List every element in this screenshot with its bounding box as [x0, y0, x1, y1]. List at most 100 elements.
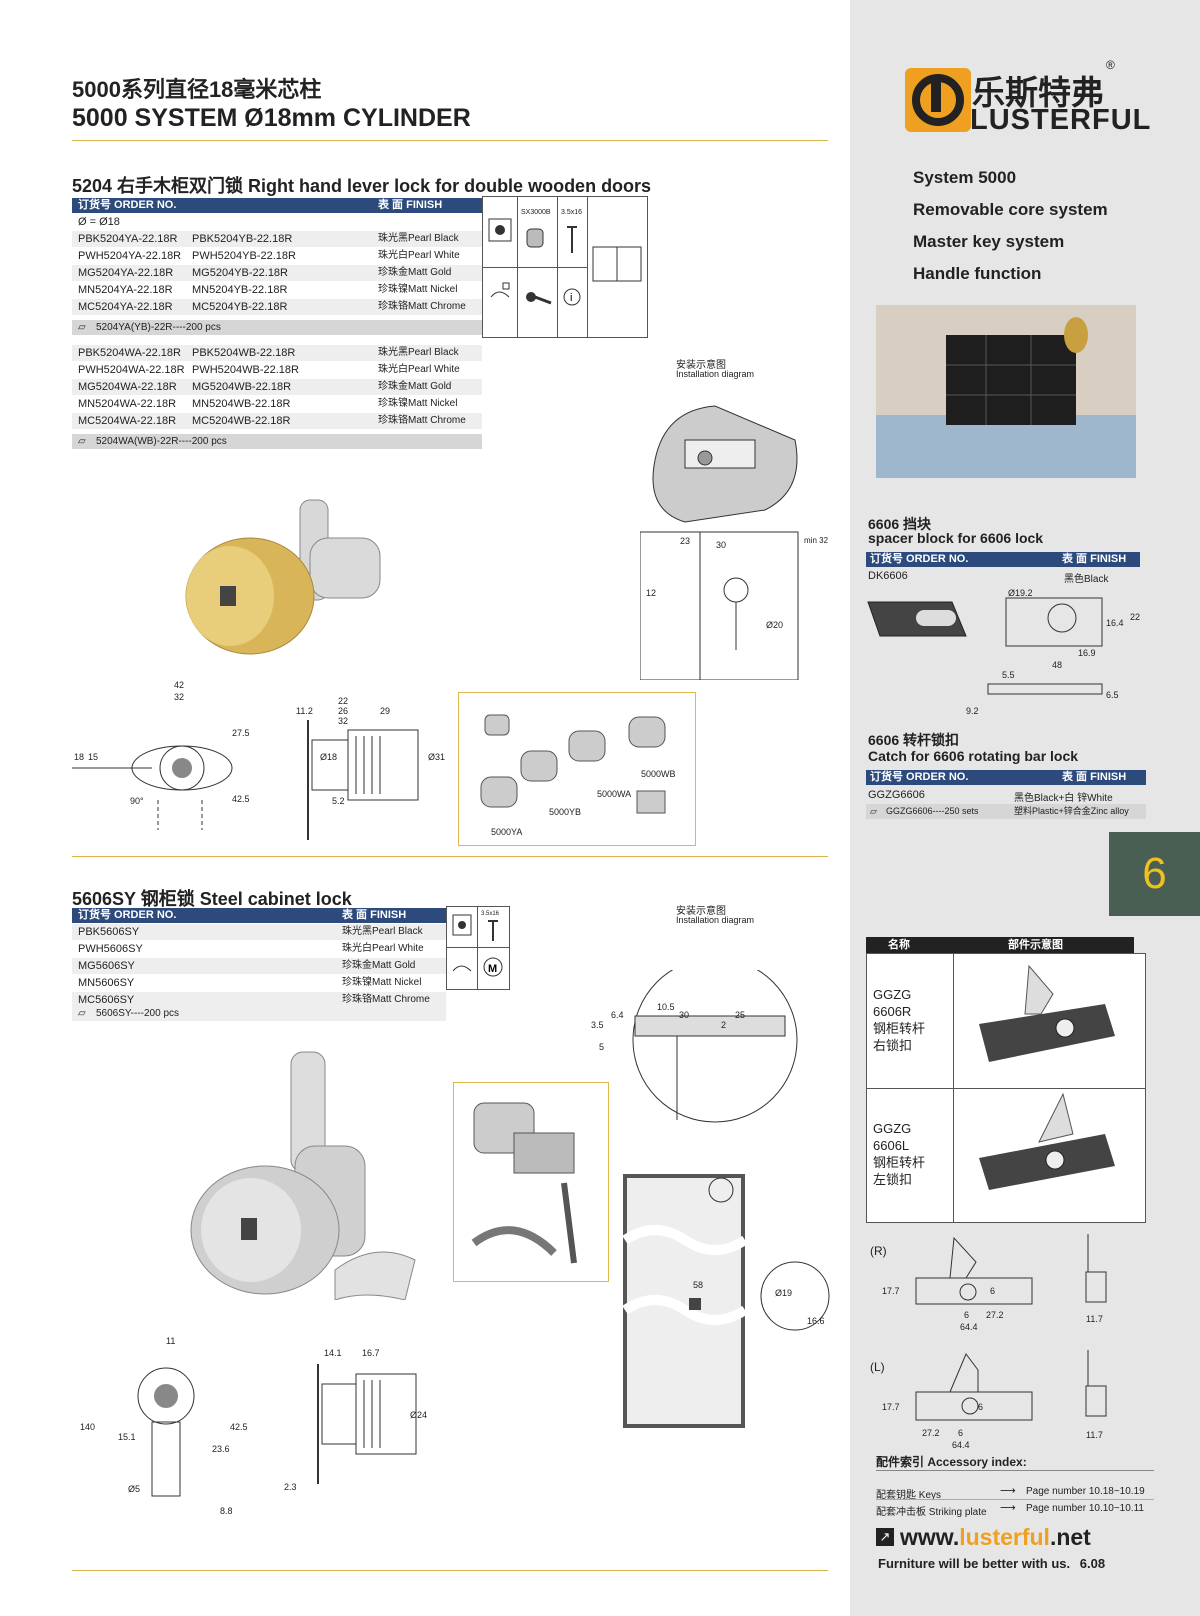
- dim-9-2: 9.2: [966, 706, 979, 716]
- order-no: MC5606SY: [78, 994, 135, 1006]
- website-suffix: .net: [1049, 1524, 1091, 1550]
- box-icon: ▱: [78, 322, 86, 333]
- page-title-cn: 5000系列直径18毫米芯柱: [72, 77, 322, 102]
- dim-3-5: 3.5: [591, 1020, 604, 1030]
- lock-body-icon-2: [447, 907, 478, 948]
- dim-l-6b: 6: [958, 1428, 964, 1438]
- order-no-a: PWH5204WA-22.18R: [78, 364, 185, 376]
- l-label: (L): [870, 1360, 885, 1374]
- spacer-drawing: Ø19.2 16.4 22 16.9 48 5.5 6.5 9.2: [866, 588, 1146, 718]
- front-view-5204: 42 32 27.5 18 15 90° 42.5: [72, 680, 282, 840]
- dim-d31: Ø31: [428, 752, 446, 762]
- pack-b-row: ▱ 5204WA(WB)-22R----200 pcs: [72, 434, 482, 449]
- dim-2: 2: [721, 1020, 727, 1030]
- send-icon: ↗: [876, 1528, 894, 1546]
- install-label-en-1: Installation diagram: [676, 369, 755, 379]
- accessory-keys: 配套钥匙 Keys: [876, 1490, 942, 1501]
- dim-23: 23: [680, 536, 691, 546]
- registered-mark: ®: [1106, 58, 1115, 72]
- finish-col-header: 表 面 FINISH: [378, 199, 443, 211]
- dim-l-64-4: 64.4: [952, 1440, 970, 1450]
- dim-r-17-7: 17.7: [882, 1286, 900, 1296]
- finish-cell: 珍珠镍Matt Nickel: [342, 977, 422, 988]
- finish-cell: 珍珠铬Matt Chrome: [378, 301, 466, 312]
- finish-col-header-2: 表 面 FINISH: [342, 909, 407, 921]
- spacer-order-col: 订货号 ORDER NO.: [870, 553, 969, 565]
- part-r-line4: 右锁扣: [873, 1038, 913, 1053]
- dim-90deg: 90°: [130, 796, 144, 806]
- order-no-b: MN5204YB-22.18R: [192, 284, 288, 296]
- lock-5606sy-photo: [185, 1050, 435, 1301]
- screw-icon: 3.5x16: [557, 197, 588, 268]
- catch-order-col: 订货号 ORDER NO.: [870, 771, 969, 783]
- dim-11-2: 11.2: [296, 706, 313, 716]
- install-dims-diagram-1: 23 30 min 32 12 Ø20: [639, 530, 840, 681]
- order-no: PWH5606SY: [78, 943, 143, 955]
- variant-5000ya: 5000YA: [491, 827, 523, 837]
- feature-icon-grid-2: 3.5x16 M: [446, 906, 510, 990]
- accessory-plate: 配套冲击板 Striking plate: [876, 1507, 987, 1518]
- part-l-line2: 6606L: [873, 1138, 910, 1153]
- arrow-icon: ⟶: [1000, 1502, 1016, 1514]
- accessory-plate-page: Page number 10.10~10.11: [1026, 1503, 1144, 1514]
- catch-finish-col: 表 面 FINISH: [1062, 771, 1127, 783]
- install-label-cn-2: 安装示意图: [676, 906, 726, 917]
- feature-icon-grid: SX3000B 3.5x16 i: [482, 196, 648, 338]
- brand-name-en: LUSTERFUL: [970, 104, 1152, 136]
- dim-16-9: 16.9: [1078, 648, 1096, 658]
- accessory-line-2: [876, 1499, 1154, 1500]
- parts-diagrams: [979, 964, 1115, 1190]
- catch-pack-row: ▱ GGZG6606----250 sets 塑料Plastic+锌合金Zinc…: [866, 804, 1146, 819]
- dim-r-6a: 6: [990, 1286, 996, 1296]
- order-no-a: MC5204WA-22.18R: [78, 415, 177, 427]
- order-no-b: MG5204WB-22.18R: [192, 381, 292, 393]
- dim-32-side: 32: [338, 716, 349, 726]
- dim-l-11-7: 11.7: [1086, 1430, 1103, 1440]
- dim-18: 18: [74, 752, 85, 762]
- order-no-a: MG5204WA-22.18R: [78, 381, 177, 393]
- showroom-photo: [876, 305, 1136, 478]
- svg-text:i: i: [570, 292, 572, 304]
- box-icon: ▱: [78, 436, 86, 447]
- feature-4: Handle function: [913, 264, 1042, 283]
- feature-1: System 5000: [913, 168, 1017, 187]
- install-label-cn-1: 安装示意图: [676, 360, 726, 371]
- parts-table: GGZG 6606R 钢柜转杆 右锁扣 GGZG 6606L 钢柜转杆 左锁扣: [866, 953, 1146, 1223]
- dim-6-5: 6.5: [1106, 690, 1119, 700]
- order-no-a: MC5204YA-22.18R: [78, 301, 173, 313]
- order-no-a: MN5204YA-22.18R: [78, 284, 173, 296]
- part-l-line3: 钢柜转杆: [873, 1155, 926, 1170]
- website-link[interactable]: www.lusterful.net: [900, 1524, 1091, 1551]
- l-drawing: 17.7 6 27.2 6 64.4 11.7: [866, 1350, 1146, 1460]
- catch-title-en: Catch for 6606 rotating bar lock: [868, 748, 1079, 764]
- spacer-code: DK6606: [868, 570, 908, 582]
- dim-14-1: 14.1: [324, 1348, 342, 1358]
- order-no-a: PBK5204WA-22.18R: [78, 347, 181, 359]
- dim-16-6: 16.6: [807, 1316, 825, 1326]
- finish-cell: 珠光白Pearl White: [378, 250, 460, 261]
- part-l-line4: 左锁扣: [873, 1172, 913, 1187]
- box-icon: ▱: [870, 806, 877, 816]
- dim-42: 42: [174, 680, 185, 690]
- part-r-line2: 6606R: [873, 1004, 912, 1019]
- dim-r-27-2: 27.2: [986, 1310, 1004, 1320]
- finish-cell: 珠光白Pearl White: [342, 943, 424, 954]
- variants-box: 5000WB 5000WA 5000YB 5000YA: [458, 692, 696, 846]
- section-5606sy-title: 5606SY 钢柜锁 Steel cabinet lock: [72, 889, 352, 909]
- order-no-b: MN5204WB-22.18R: [192, 398, 291, 410]
- dim-l-6a: 6: [978, 1402, 984, 1412]
- spacer-title-en: spacer block for 6606 lock: [868, 530, 1044, 546]
- accessory-keys-page: Page number 10.18~10.19: [1026, 1486, 1145, 1497]
- slogan: Furniture will be better with us.: [878, 1556, 1071, 1571]
- finish-cell: 珠光白Pearl White: [378, 364, 460, 375]
- brand-logo-icon: [905, 68, 971, 132]
- spacer-finish-col: 表 面 FINISH: [1062, 553, 1127, 565]
- dim-16-7: 16.7: [362, 1348, 380, 1358]
